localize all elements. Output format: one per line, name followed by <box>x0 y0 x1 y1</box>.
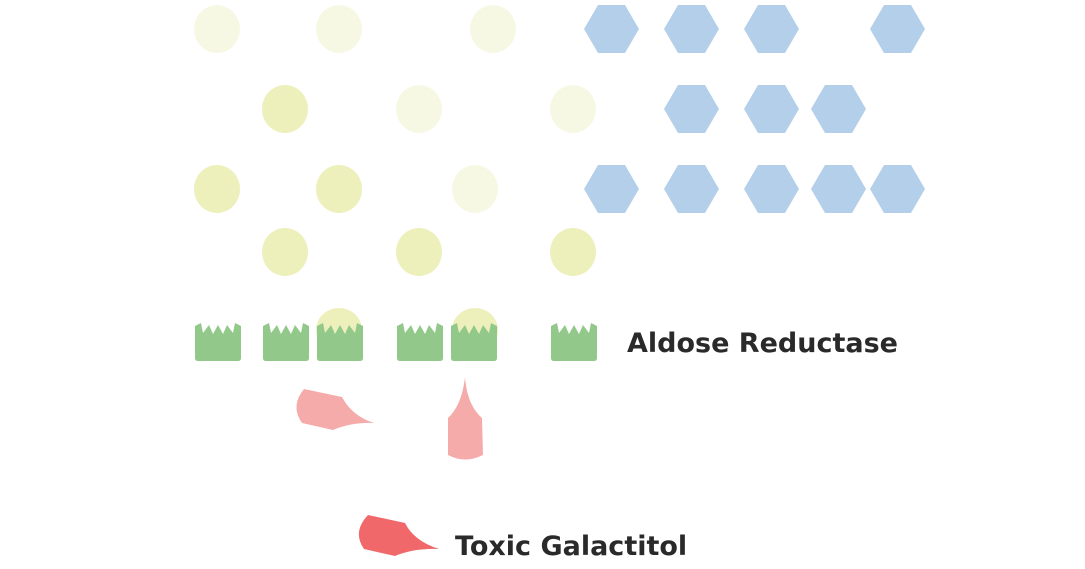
glucose-molecule <box>584 165 639 213</box>
galactose-molecule <box>194 5 240 53</box>
galactose-molecules <box>194 5 596 276</box>
glucose-molecule <box>584 5 639 53</box>
aldose-reductase-enzyme <box>451 323 497 361</box>
galactose-molecule <box>262 228 308 276</box>
glucose-molecule <box>744 85 799 133</box>
galactose-molecule <box>470 5 516 53</box>
glucose-molecule <box>870 165 925 213</box>
galactose-molecule <box>194 165 240 213</box>
aldose-reductase-enzyme <box>551 323 597 361</box>
galactose-molecule <box>550 85 596 133</box>
glucose-molecule <box>664 85 719 133</box>
glucose-molecule <box>870 5 925 53</box>
galactose-molecule <box>262 85 308 133</box>
glucose-molecule <box>744 5 799 53</box>
galactose-molecule <box>550 228 596 276</box>
galactose-molecule <box>316 165 362 213</box>
galactose-molecule <box>396 228 442 276</box>
glucose-molecule <box>811 85 866 133</box>
aldose-reductase-enzyme <box>317 323 363 361</box>
glucose-molecule <box>811 165 866 213</box>
toxic-galactitol-label: Toxic Galactitol <box>455 531 687 562</box>
galactose-molecule <box>316 5 362 53</box>
galactose-molecule <box>396 85 442 133</box>
galactitol-molecules <box>296 377 483 460</box>
glucose-molecule <box>664 5 719 53</box>
aldose-reductase-enzyme <box>263 323 309 361</box>
aldose-reductase-enzymes <box>195 323 597 361</box>
aldose-reductase-enzyme <box>397 323 443 361</box>
galactose-molecule <box>452 165 498 213</box>
glucose-molecule <box>664 165 719 213</box>
galactitol-molecule <box>448 377 483 460</box>
galactitol-molecule <box>296 389 374 430</box>
aldose-reductase-enzyme <box>195 323 241 361</box>
galactitol-icon <box>358 515 439 556</box>
glucose-molecules <box>584 5 925 213</box>
aldose-reductase-label: Aldose Reductase <box>627 328 898 359</box>
glucose-molecule <box>744 165 799 213</box>
